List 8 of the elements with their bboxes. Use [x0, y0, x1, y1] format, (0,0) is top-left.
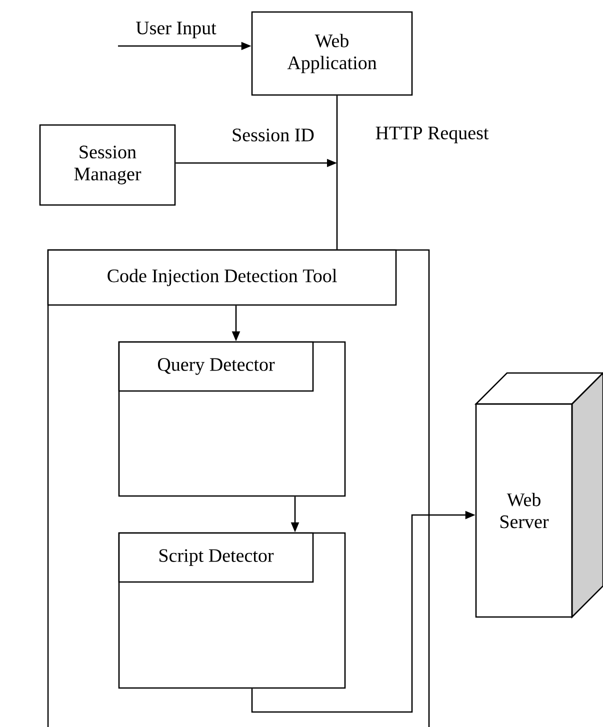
process-box: Session Manager: [39, 124, 176, 206]
title-box: Code Injection Detection Tool: [47, 249, 397, 306]
detector-box: Query Detector: [118, 341, 346, 497]
edge-label: Session ID: [232, 128, 314, 142]
detector-box: Script Detector: [118, 532, 346, 689]
process-box: Web Application: [251, 11, 413, 96]
edge-label: HTTP Request: [376, 126, 489, 144]
edge-label: User Input: [136, 22, 216, 38]
